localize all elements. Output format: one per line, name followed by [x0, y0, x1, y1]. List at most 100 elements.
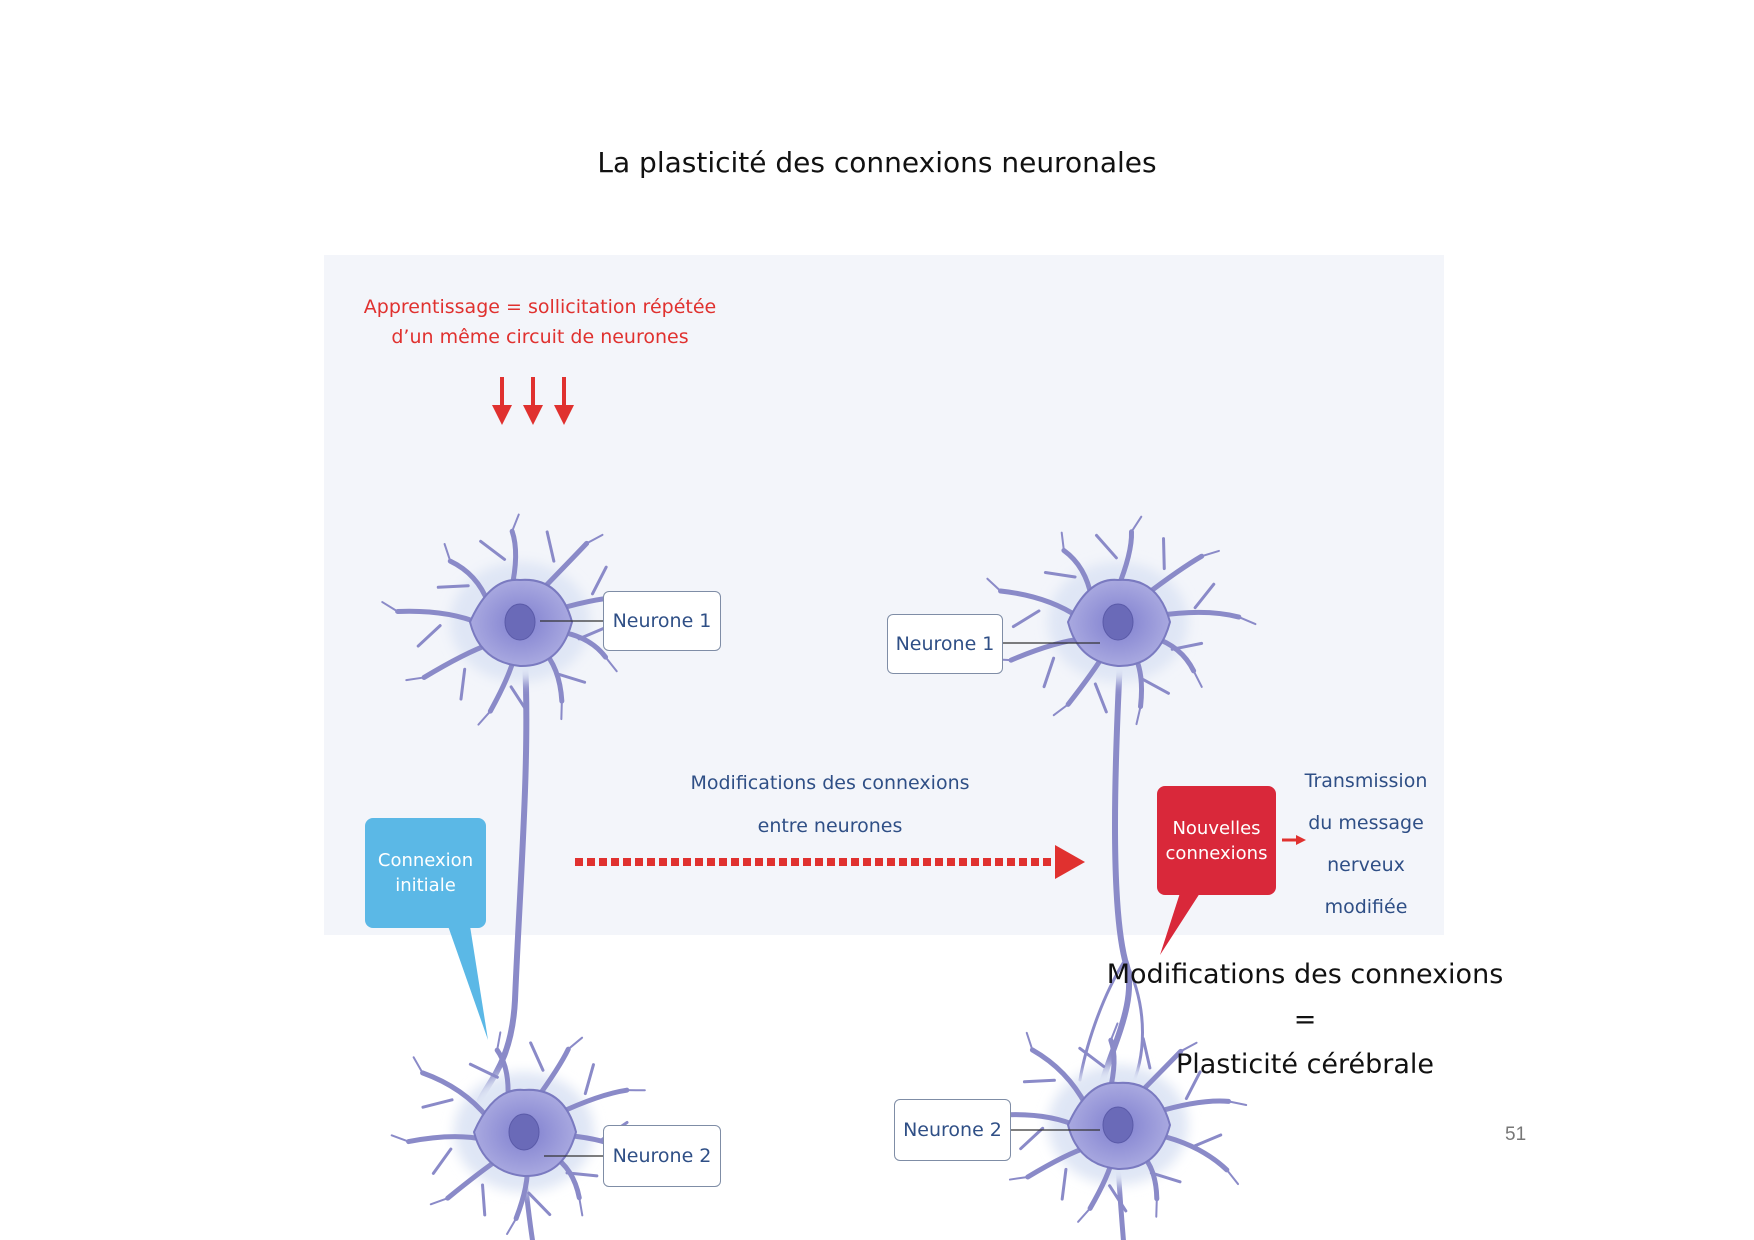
dendrite-branch [583, 1063, 595, 1096]
dendrite-branch [496, 1031, 502, 1052]
bubble-text: Nouvelles [1172, 817, 1261, 839]
dendrite-branch [421, 1098, 454, 1109]
dendrite-branch [429, 1197, 449, 1206]
dendrite-branch [481, 1183, 487, 1217]
dendrite-branch [381, 601, 399, 613]
dendrite-branch [412, 1056, 424, 1074]
dendrite-branch [1141, 1037, 1152, 1070]
bubble-text: initiale [395, 875, 456, 896]
transmission-line: modifiée [1324, 896, 1408, 918]
dendrite-branch [1108, 1184, 1128, 1213]
dendrite-branch [1227, 1100, 1248, 1107]
down-arrow-icons [492, 377, 574, 425]
right-neuron2-label: Neurone 2 [894, 1099, 1011, 1161]
dendrite-branch [1077, 1207, 1092, 1223]
dendrite-branch [1052, 703, 1070, 717]
dendrite-branch [479, 539, 507, 561]
slide-title: La plasticité des connexions neuronales [597, 146, 1157, 179]
bubble-text: connexions [1165, 842, 1268, 864]
dendrite-branch [578, 1196, 584, 1217]
dendrite-branch [506, 1217, 518, 1235]
dendrite-branch [527, 1191, 552, 1217]
nucleus [508, 1113, 540, 1151]
dendrite-branch [1200, 549, 1220, 558]
dendrite-branch [1140, 677, 1170, 695]
dendrite [1154, 609, 1242, 620]
small-arrow-icon [1282, 835, 1306, 845]
dendrite [420, 1070, 491, 1121]
dendrite-branch [1162, 537, 1166, 571]
transmission-line: Transmission [1304, 770, 1428, 792]
transmission-text: Transmission du message nerveux modifiée [1296, 760, 1436, 928]
dendrite-branch [565, 1171, 599, 1178]
dashed-arrow-icon [575, 845, 1085, 879]
dendrite-branch [1179, 1041, 1198, 1053]
dendrite-branch [459, 667, 467, 701]
conclusion-line1: Modifications des connexions [1106, 959, 1504, 990]
dendrite-branch [1184, 1070, 1202, 1101]
dendrite-branch [529, 1041, 545, 1072]
dendrite-branch [416, 624, 442, 648]
transmission-line: du message [1308, 812, 1424, 834]
left-neuron2-label: Neurone 2 [603, 1125, 721, 1187]
page-number: 51 [1505, 1124, 1527, 1145]
dendrite-branch [405, 676, 426, 682]
dendrite-branch [1192, 669, 1203, 688]
conclusion-line2: = [1293, 1004, 1317, 1035]
dendrite-branch [567, 1036, 584, 1051]
new-connection-branch [1078, 958, 1127, 1082]
dendrite-branch [436, 584, 470, 589]
dendrite-branch [1042, 656, 1056, 689]
modification-text-line1: Modifications des connexions [690, 772, 970, 794]
dendrite-branch [1019, 1126, 1045, 1151]
dendrite-branch [1093, 682, 1108, 714]
transmission-line: nerveux [1327, 854, 1405, 876]
dendrite-branch [431, 1147, 453, 1175]
dendrite-branch [577, 625, 609, 641]
dendrite-branch [1193, 582, 1216, 610]
leader-lines [540, 620, 1100, 1157]
dendrite-branch [604, 656, 618, 673]
axon [1097, 657, 1133, 1093]
dendrite-branch [590, 565, 608, 596]
dendrite-branch [1060, 1167, 1068, 1201]
dendrite-branch [509, 685, 529, 714]
dendrite-branch [1191, 1133, 1223, 1149]
dendrite-branch [1130, 515, 1143, 533]
dendrite-branch [477, 710, 492, 726]
dendrite-branch [511, 513, 520, 533]
dendrite-branch [443, 543, 452, 563]
bubble-text: Connexion [377, 850, 474, 871]
learning-text-line2: d’un même circuit de neurones [391, 326, 689, 348]
initial-connection-bubble: Connexion initiale [365, 818, 486, 928]
new-connections-bubble: Nouvelles connexions [1157, 786, 1276, 895]
nucleus [1102, 603, 1134, 641]
dendrite-branch [1078, 1046, 1106, 1068]
dendrite-branch [1149, 1171, 1182, 1184]
dendrite-branch [554, 671, 587, 684]
dendrite-branch [1225, 1168, 1240, 1186]
dendrite-branch [1237, 616, 1257, 626]
dendrite-branch [468, 1062, 499, 1079]
dendrite-branch [1135, 705, 1142, 726]
dendrite-branch [986, 577, 1002, 593]
nucleus [1102, 1106, 1134, 1144]
dendrite-branch [1170, 641, 1204, 651]
dendrite-branch [1155, 1197, 1158, 1218]
left-neuron1-label: Neurone 1 [603, 591, 721, 651]
axon [477, 657, 530, 1103]
dendrite-branch [1022, 1078, 1056, 1084]
conclusion-line3: Plasticité cérébrale [1175, 1049, 1435, 1080]
dendrite-branch [1109, 1022, 1119, 1042]
dendrite-branch [1095, 533, 1118, 560]
dendrite-branch [1008, 1175, 1029, 1181]
conclusion: Modifications des connexions = Plasticit… [1050, 952, 1560, 1087]
dendrite-branch [1043, 571, 1077, 579]
bubble-tail [448, 926, 488, 1040]
dendrite-branch [585, 533, 604, 545]
nucleus [504, 603, 536, 641]
axon [1115, 1162, 1126, 1240]
learning-text-line1: Apprentissage = sollicitation répétée [363, 296, 717, 318]
bubble-tail [1160, 893, 1200, 955]
